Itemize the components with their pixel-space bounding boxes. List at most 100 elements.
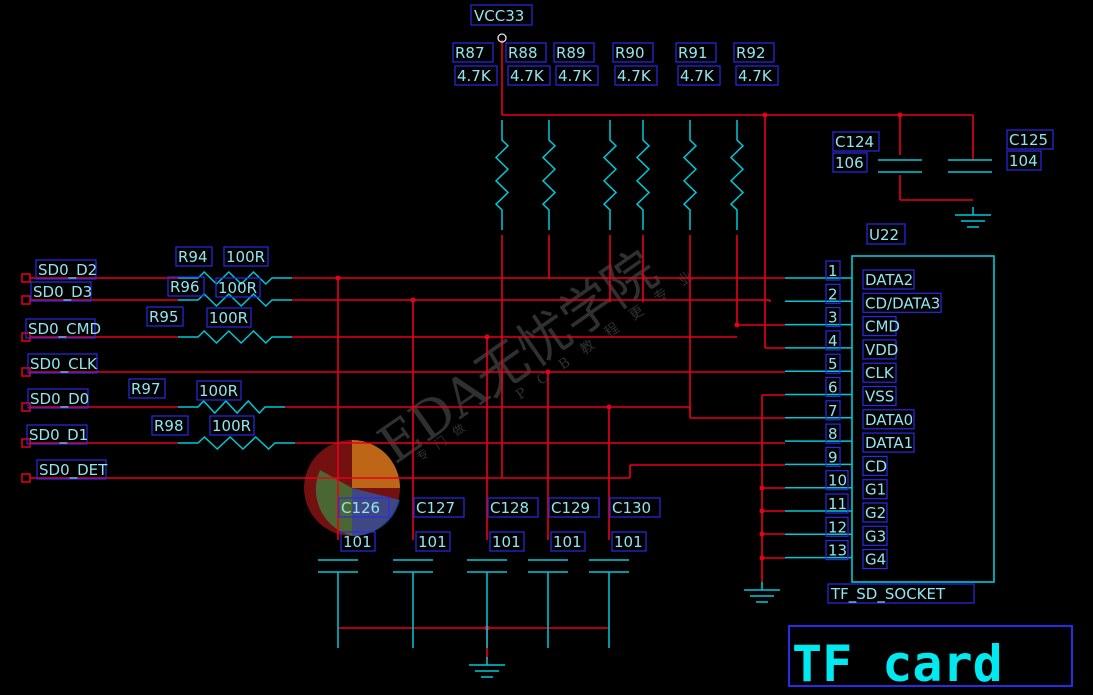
vcc33-symbol: VCC33	[470, 4, 533, 43]
pin-number-10-text: 10	[828, 472, 847, 490]
filter-cap-ref-c126: C126	[338, 497, 390, 518]
series-value-r98-text: 100R	[212, 417, 251, 435]
filter-cap-ref-c129: C129	[548, 497, 600, 518]
pin-name-g2-text: G2	[865, 504, 886, 522]
pin-name-g3: G3	[862, 525, 888, 546]
connector-body	[851, 255, 995, 583]
pin-name-g1: G1	[862, 479, 888, 500]
net-label-sd0-d3: SD0_D3	[30, 281, 92, 302]
pullup-ref-r87: R87	[452, 42, 494, 63]
pin-number-1: 1	[825, 260, 841, 281]
pullup-resistor-r90	[635, 120, 651, 230]
filter-cap-ref-c129-text: C129	[551, 499, 590, 517]
pin-number-7: 7	[825, 400, 841, 421]
pullup-ref-r91: R91	[675, 42, 717, 63]
filter-cap-value-c127: 101	[415, 531, 451, 552]
connector-ref: U22	[869, 226, 899, 244]
pin-name-cmd-text: CMD	[865, 318, 900, 336]
pin-name-data0: DATA0	[862, 409, 915, 430]
pin-name-clk: CLK	[862, 362, 897, 383]
pin-name-data1-text: DATA1	[865, 434, 913, 452]
filter-cap-value-c130-text: 101	[614, 533, 643, 551]
bulk-cap-value-c124: 106	[832, 152, 868, 173]
series-ref-r98-text: R98	[154, 417, 184, 435]
connector-part: TF_SD_SOCKET	[830, 585, 946, 604]
pin-number-13-text: 13	[828, 542, 847, 560]
pin-name-vss-text: VSS	[865, 388, 894, 406]
pullup-value-r91-text: 4.7K	[680, 67, 715, 85]
pullup-ref-r87-text: R87	[455, 44, 485, 62]
net-label-sd0-det: SD0_DET	[36, 459, 108, 480]
filter-cap-c130	[589, 559, 629, 648]
pin-name-clk-text: CLK	[865, 364, 895, 382]
pin-number-10: 10	[825, 470, 849, 491]
ground-symbol-bulk	[955, 207, 991, 228]
series-ref-r94-text: R94	[178, 248, 208, 266]
pullup-ref-r89: R89	[553, 42, 595, 63]
series-value-r95: 100R	[206, 307, 252, 328]
net-label-sd0-d1-text: SD0_D1	[29, 426, 88, 445]
pin-name-g1-text: G1	[865, 481, 886, 499]
pin-name-data0-text: DATA0	[865, 411, 913, 429]
filter-cap-value-c130: 101	[611, 531, 647, 552]
port-sd0_d1	[21, 438, 31, 448]
bulk-cap-value-c125: 104	[1006, 150, 1042, 171]
bulk-cap-value-c125-text: 104	[1009, 152, 1038, 170]
net-label-sd0-clk-text: SD0_CLK	[30, 355, 98, 374]
watermark: EDA无忧学院 PCB教程更专业 专门做	[304, 240, 709, 537]
ground-symbols	[469, 207, 991, 678]
series-value-r96-text: 100R	[218, 279, 257, 297]
pullup-ref-r90: R90	[612, 42, 654, 63]
pin-number-6-text: 6	[828, 379, 838, 397]
net-label-sd0-det-text: SD0_DET	[39, 461, 108, 480]
series-ref-r96: R96	[167, 276, 205, 297]
filter-cap-value-c126-text: 101	[343, 533, 372, 551]
filter-cap-c128	[467, 559, 507, 648]
pin-number-9: 9	[825, 446, 841, 467]
bulk-cap-ref-c125: C125	[1006, 129, 1054, 150]
filter-cap-value-c128: 101	[489, 531, 525, 552]
series-resistor-r97	[178, 399, 285, 415]
series-resistor-r95	[178, 329, 292, 345]
port-sd0_clk	[21, 367, 31, 377]
pullup-value-r88-text: 4.7K	[510, 67, 545, 85]
pullup-resistor-r88	[541, 120, 557, 230]
pullup-resistor-r87	[494, 120, 510, 230]
wires	[30, 40, 974, 660]
series-ref-r97-text: R97	[131, 380, 161, 398]
pullup-resistor-r91	[682, 120, 698, 230]
filter-cap-ref-c128: C128	[487, 497, 539, 518]
net-label-sd0-cmd-text: SD0_CMD	[28, 320, 101, 339]
pin-number-9-text: 9	[828, 448, 838, 466]
pullup-value-r88: 4.7K	[507, 65, 551, 86]
series-value-r97: 100R	[196, 380, 242, 401]
net-label-sd0-d2: SD0_D2	[35, 259, 97, 280]
filter-cap-ref-c127-text: C127	[416, 499, 455, 517]
pin-name-g4-text: G4	[865, 551, 886, 569]
filter-cap-ref-c126-text: C126	[341, 499, 380, 517]
bulk-cap-value-c124-text: 106	[835, 154, 864, 172]
pullup-ref-r88: R88	[505, 42, 547, 63]
pin-name-g3-text: G3	[865, 527, 886, 545]
ground-symbol-filter	[469, 657, 505, 678]
pin-name-g4: G4	[862, 548, 888, 570]
pin-name-cmd: CMD	[862, 316, 900, 337]
pin-number-5: 5	[825, 353, 841, 374]
net-label-sd0-d0: SD0_D0	[27, 388, 89, 409]
vcc33-label: VCC33	[474, 7, 524, 25]
pin-number-4: 4	[825, 330, 841, 351]
series-value-r94-text: 100R	[226, 248, 265, 266]
series-ref-r94: R94	[175, 246, 213, 267]
series-value-r96: 100R	[215, 277, 261, 298]
bulk-cap-ref-c125-text: C125	[1009, 131, 1048, 149]
net-label-sd0-d3-text: SD0_D3	[33, 283, 92, 302]
